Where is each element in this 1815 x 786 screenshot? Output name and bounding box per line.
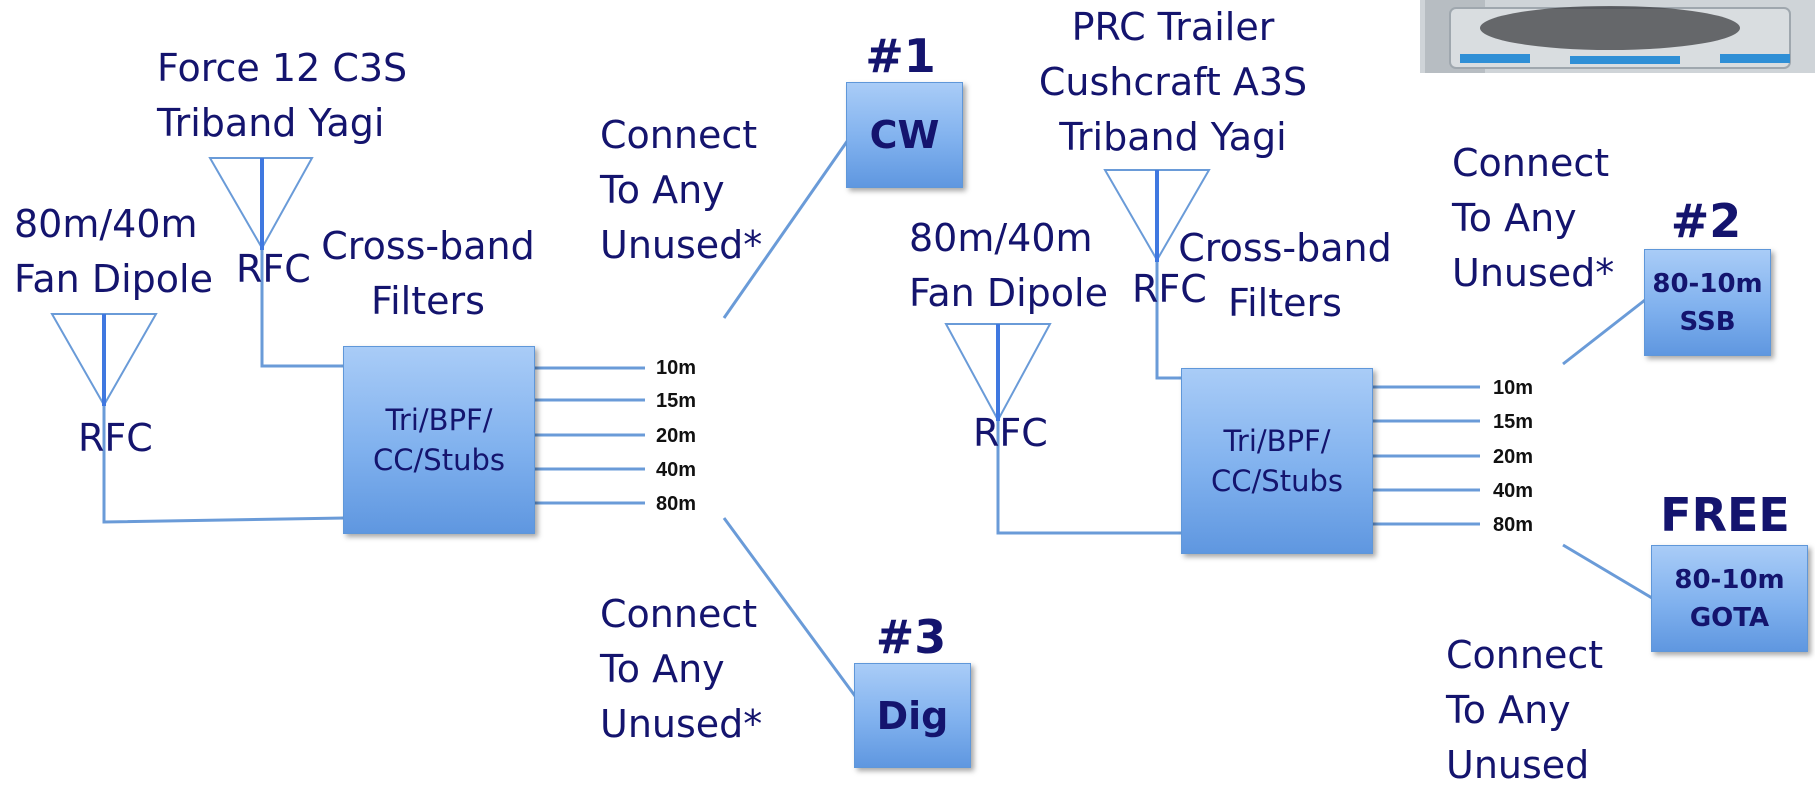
right-connect-top-line3: Unused* bbox=[1452, 251, 1615, 295]
right-dipole-label-line1: 80m/40m bbox=[909, 216, 1093, 260]
right-band-15m: 15m bbox=[1493, 411, 1534, 433]
left-connect-bottom-line1: Connect bbox=[600, 592, 758, 636]
left-filter-box: Tri/BPF/ CC/Stubs bbox=[343, 346, 535, 534]
station-1-box: CW bbox=[846, 82, 963, 188]
left-yagi-antenna-icon bbox=[208, 157, 314, 251]
left-band-20m: 20m bbox=[656, 425, 697, 447]
right-band-10m: 10m bbox=[1493, 377, 1534, 399]
left-connect-bottom: Connect To Any Unused* bbox=[600, 587, 762, 752]
left-band-15m: 15m bbox=[656, 390, 697, 412]
right-line-to-gota bbox=[1562, 543, 1653, 600]
left-filter-label-line2: Filters bbox=[371, 279, 485, 323]
right-filter-box-line2: CC/Stubs bbox=[1211, 464, 1343, 498]
right-filter-label: Cross-band Filters bbox=[1175, 221, 1395, 331]
right-connect-bottom: Connect To Any Unused bbox=[1446, 628, 1603, 786]
free-station-box: 80-10m GOTA bbox=[1651, 545, 1808, 652]
left-yagi-label-line2: Triband Yagi bbox=[157, 101, 385, 145]
left-line-to-dig bbox=[722, 517, 860, 701]
right-connect-bottom-line2: To Any bbox=[1446, 688, 1571, 732]
right-filter-box: Tri/BPF/ CC/Stubs bbox=[1181, 368, 1373, 554]
left-connect-top-line3: Unused* bbox=[600, 223, 763, 267]
station-2-box: 80-10m SSB bbox=[1644, 249, 1771, 356]
left-yagi-feed-line bbox=[260, 248, 345, 368]
station-1-number: #1 bbox=[865, 29, 936, 83]
left-dipole-feed-line bbox=[102, 405, 346, 524]
left-connect-top-line2: To Any bbox=[600, 168, 725, 212]
station-3-box: Dig bbox=[854, 663, 971, 768]
antennas bbox=[50, 157, 1211, 423]
right-connect-top-line1: Connect bbox=[1452, 141, 1610, 185]
right-dipole-label: 80m/40m Fan Dipole bbox=[909, 211, 1108, 321]
photo-fragment bbox=[1420, 0, 1815, 73]
left-dipole-label-line1: 80m/40m bbox=[14, 202, 198, 246]
right-band-80m: 80m bbox=[1493, 514, 1534, 536]
right-filter-box-line1: Tri/BPF/ bbox=[1223, 424, 1331, 458]
right-line-to-ssb bbox=[1562, 298, 1646, 366]
right-yagi-feed-line bbox=[1155, 260, 1183, 380]
free-station-label-line2: GOTA bbox=[1689, 602, 1770, 633]
left-connect-top-line1: Connect bbox=[600, 113, 758, 157]
right-connect-bottom-line3: Unused bbox=[1446, 743, 1590, 786]
free-station-label-line1: 80-10m bbox=[1674, 564, 1785, 595]
left-filter-label: Cross-band Filters bbox=[318, 219, 538, 329]
left-dipole-label-line2: Fan Dipole bbox=[14, 257, 213, 301]
right-connect-bottom-line1: Connect bbox=[1446, 633, 1604, 677]
left-connect-top: Connect To Any Unused* bbox=[600, 108, 762, 273]
right-band-40m: 40m bbox=[1493, 480, 1534, 502]
right-yagi-antenna-icon bbox=[1103, 169, 1211, 262]
right-yagi-label-line1: PRC Trailer bbox=[1071, 5, 1275, 49]
free-station-number: FREE bbox=[1660, 488, 1790, 542]
right-yagi-label: PRC Trailer Cushcraft A3S Triband Yagi bbox=[1028, 0, 1318, 165]
left-filter-label-line1: Cross-band bbox=[321, 224, 535, 268]
station-1-label: CW bbox=[869, 113, 940, 157]
right-dipole-label-line2: Fan Dipole bbox=[909, 271, 1108, 315]
station-2-label-line2: SSB bbox=[1679, 306, 1736, 337]
left-connection-lines bbox=[102, 139, 1653, 701]
right-connect-top-line2: To Any bbox=[1452, 196, 1577, 240]
right-filter-label-line1: Cross-band bbox=[1178, 226, 1392, 270]
station-3-number: #3 bbox=[875, 610, 947, 664]
left-band-40m: 40m bbox=[656, 459, 697, 481]
right-yagi-label-line2: Cushcraft A3S bbox=[1038, 60, 1308, 104]
right-rfc-dipole: RFC bbox=[973, 411, 1048, 455]
right-dipole-antenna-icon bbox=[944, 323, 1052, 423]
left-rfc-dipole: RFC bbox=[78, 416, 153, 460]
left-rfc-yagi: RFC bbox=[236, 247, 311, 291]
left-connect-bottom-line2: To Any bbox=[600, 647, 725, 691]
left-dipole-antenna-icon bbox=[50, 313, 158, 408]
right-dipole-feed-line bbox=[996, 420, 1183, 535]
station-2-label-line1: 80-10m bbox=[1652, 268, 1763, 299]
station-3-label: Dig bbox=[876, 693, 949, 738]
right-filter-label-line2: Filters bbox=[1228, 281, 1342, 325]
left-band-80m: 80m bbox=[656, 493, 697, 515]
right-band-20m: 20m bbox=[1493, 446, 1534, 468]
left-band-10m: 10m bbox=[656, 357, 697, 379]
station-2-number: #2 bbox=[1670, 194, 1742, 248]
right-rfc-yagi: RFC bbox=[1132, 267, 1207, 311]
left-filter-box-line2: CC/Stubs bbox=[373, 443, 505, 477]
left-line-to-cw bbox=[722, 139, 850, 319]
left-filter-box-line1: Tri/BPF/ bbox=[385, 403, 493, 437]
left-yagi-label-line1: Force 12 C3S bbox=[157, 46, 408, 90]
right-yagi-label-line3: Triband Yagi bbox=[1059, 115, 1287, 159]
left-connect-bottom-line3: Unused* bbox=[600, 702, 763, 746]
left-yagi-label: Force 12 C3S Triband Yagi bbox=[157, 41, 407, 151]
right-connect-top: Connect To Any Unused* bbox=[1452, 136, 1614, 301]
left-dipole-label: 80m/40m Fan Dipole bbox=[14, 197, 213, 307]
